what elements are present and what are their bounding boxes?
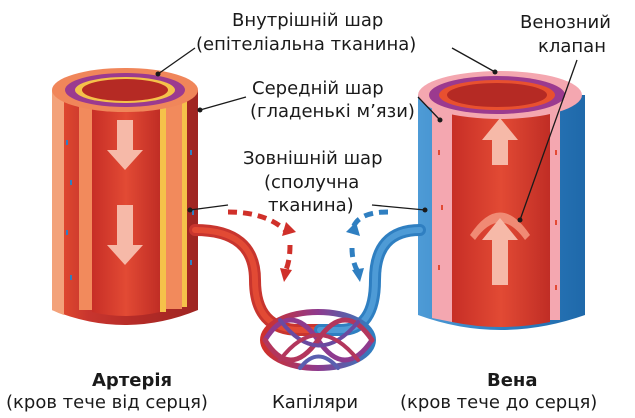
venous-valve-label-1: Венозний: [520, 12, 611, 34]
venous-valve-label-2: клапан: [538, 36, 606, 58]
artery-opening: [82, 79, 168, 101]
middle-layer-label: Середній шар: [252, 78, 384, 100]
capillaries-label: Капіляри: [272, 392, 358, 414]
artery-inner-stripe: [160, 95, 166, 312]
artery-desc: (кров тече від серця): [6, 392, 208, 414]
artery-title: Артерія: [92, 370, 172, 392]
vein-left-cut: [432, 100, 452, 322]
vein-opening: [447, 83, 547, 107]
artery-middle-stripe: [166, 95, 182, 309]
artery-left-cut: [79, 95, 92, 310]
inner-layer-desc: (епітеліальна тканина): [196, 34, 416, 56]
outer-layer-desc-2: тканина): [268, 195, 354, 217]
vein-vessel: [418, 71, 585, 330]
inner-layer-label: Внутрішній шар: [232, 10, 383, 32]
vein-title: Вена: [487, 370, 538, 392]
artery-outer-edge: [52, 90, 64, 315]
artery-vessel: [52, 68, 198, 325]
artery-outer-stripe: [182, 95, 187, 307]
middle-layer-desc: (гладенькі м’язи): [250, 101, 415, 123]
outer-layer-label: Зовнішній шар: [243, 148, 383, 170]
outer-layer-desc-1: (сполучна: [264, 172, 359, 194]
capillary-network: [195, 230, 420, 368]
vein-desc: (кров тече до серця): [400, 392, 597, 414]
